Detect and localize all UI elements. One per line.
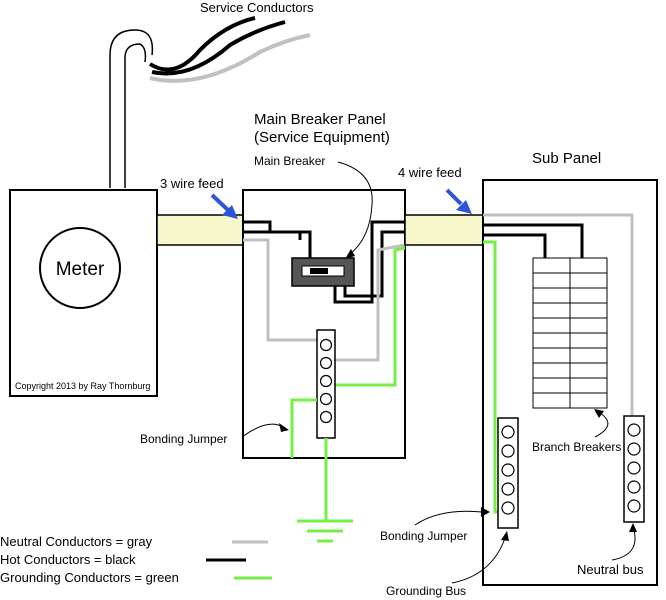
meter-dial xyxy=(39,227,121,309)
branch-breakers xyxy=(532,257,608,409)
sub-grounding-bus-terminals xyxy=(501,425,515,515)
copyright-text: Copyright 2013 by Ray Thornburg xyxy=(15,381,150,391)
four-wire-arrow xyxy=(445,188,472,214)
legend-ground-label: Grounding Conductors = green xyxy=(0,570,179,585)
sub-bonding-jumper-pointer xyxy=(414,510,483,526)
main-bus-terminals xyxy=(319,338,333,424)
sub-bonding-jumper-label: Bonding Jumper xyxy=(380,529,467,543)
service-conductors xyxy=(109,16,311,188)
legend-neutral-label: Neutral Conductors = gray xyxy=(0,534,153,549)
ground-symbol xyxy=(297,519,353,543)
main-breaker-pointer xyxy=(337,161,373,255)
main-breaker-out-wires xyxy=(333,220,405,304)
four-wire-conduit xyxy=(404,214,484,246)
neutral-bus-pointer-head xyxy=(629,523,637,532)
sub-bonding-jumper-pointer-head xyxy=(481,507,490,517)
sub-panel-title: Sub Panel xyxy=(532,150,601,167)
branch-breakers-label: Branch Breakers xyxy=(532,440,621,454)
main-to-sub-neutral-wire xyxy=(333,243,406,362)
legend: Neutral Conductors = gray Hot Conductors… xyxy=(0,534,272,585)
grounding-bus-pointer xyxy=(451,537,506,584)
sub-hot-wires xyxy=(483,223,584,258)
main-bonding-jumper-label: Bonding Jumper xyxy=(140,432,227,446)
three-wire-arrow xyxy=(210,193,238,219)
main-breaker-pointer-head xyxy=(345,249,355,259)
four-wire-feed-label: 4 wire feed xyxy=(398,165,462,180)
sub-neutral-bus-terminals xyxy=(627,423,641,513)
legend-hot-label: Hot Conductors = black xyxy=(0,552,136,567)
grounding-bus-pointer-head xyxy=(501,531,509,541)
meter-label: Meter xyxy=(56,259,105,280)
grounding-bus-label: Grounding Bus xyxy=(386,584,466,598)
neutral-bus-label: Neutral bus xyxy=(577,562,644,577)
main-panel-title-line2: (Service Equipment) xyxy=(254,129,390,146)
service-conductors-label: Service Conductors xyxy=(200,0,314,15)
branch-breakers-pointer-head xyxy=(594,409,604,418)
sub-neutral-wire xyxy=(483,213,634,416)
main-bonding-jumper-wire xyxy=(290,398,317,458)
main-breaker-handle-bar xyxy=(310,268,328,274)
main-to-sub-ground-wire xyxy=(333,246,406,387)
main-panel-hot-wires xyxy=(243,220,312,258)
neutral-bus-pointer xyxy=(611,529,636,561)
branch-breakers-pointer xyxy=(594,412,609,438)
main-panel-neutral-wire xyxy=(243,238,320,342)
main-bonding-jumper-pointer-head xyxy=(279,423,289,432)
three-wire-feed-label: 3 wire feed xyxy=(160,176,224,191)
main-breaker-label: Main Breaker xyxy=(254,154,325,168)
three-wire-conduit xyxy=(156,214,244,246)
main-panel-title-line1: Main Breaker Panel xyxy=(254,111,386,128)
